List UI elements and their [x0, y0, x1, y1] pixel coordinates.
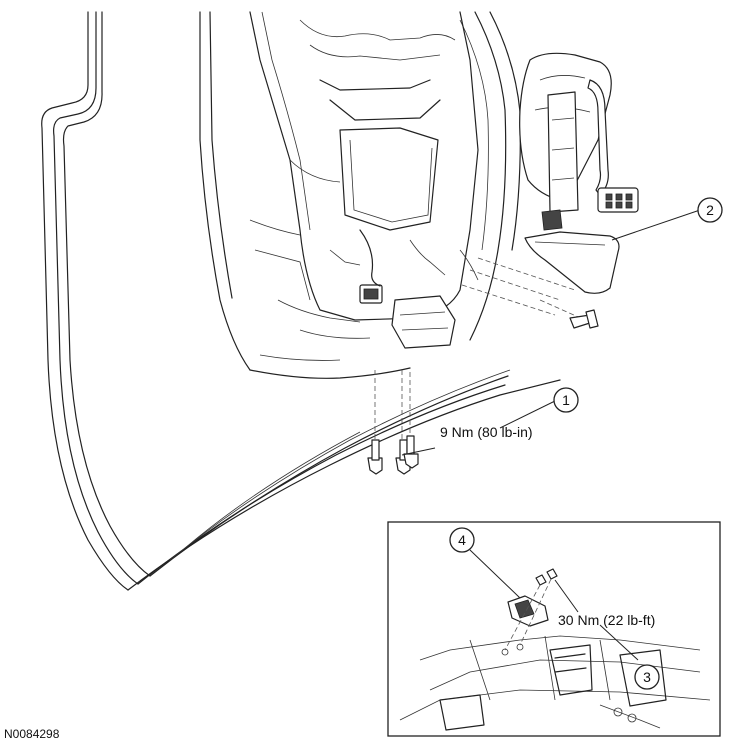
inner-structure: [249, 11, 479, 349]
inset-detail: [387, 521, 721, 737]
panel-screws: [367, 370, 419, 475]
handle-module: [461, 52, 639, 329]
callout-3: 3: [634, 664, 660, 690]
callout-number: 3: [643, 669, 651, 685]
callout-number: 2: [706, 202, 714, 218]
torque-label-1: 9 Nm (80 lb-in): [440, 424, 533, 440]
leader-lines: [401, 209, 701, 661]
liftgate-panel: [41, 11, 561, 591]
callout-1: 1: [553, 387, 579, 413]
callout-number: 4: [458, 532, 466, 548]
torque-label-4: 30 Nm (22 lb-ft): [558, 612, 655, 628]
callout-4: 4: [449, 527, 475, 553]
callout-2: 2: [697, 197, 723, 223]
figure-id: N0084298: [4, 727, 60, 741]
callout-number: 1: [562, 392, 570, 408]
